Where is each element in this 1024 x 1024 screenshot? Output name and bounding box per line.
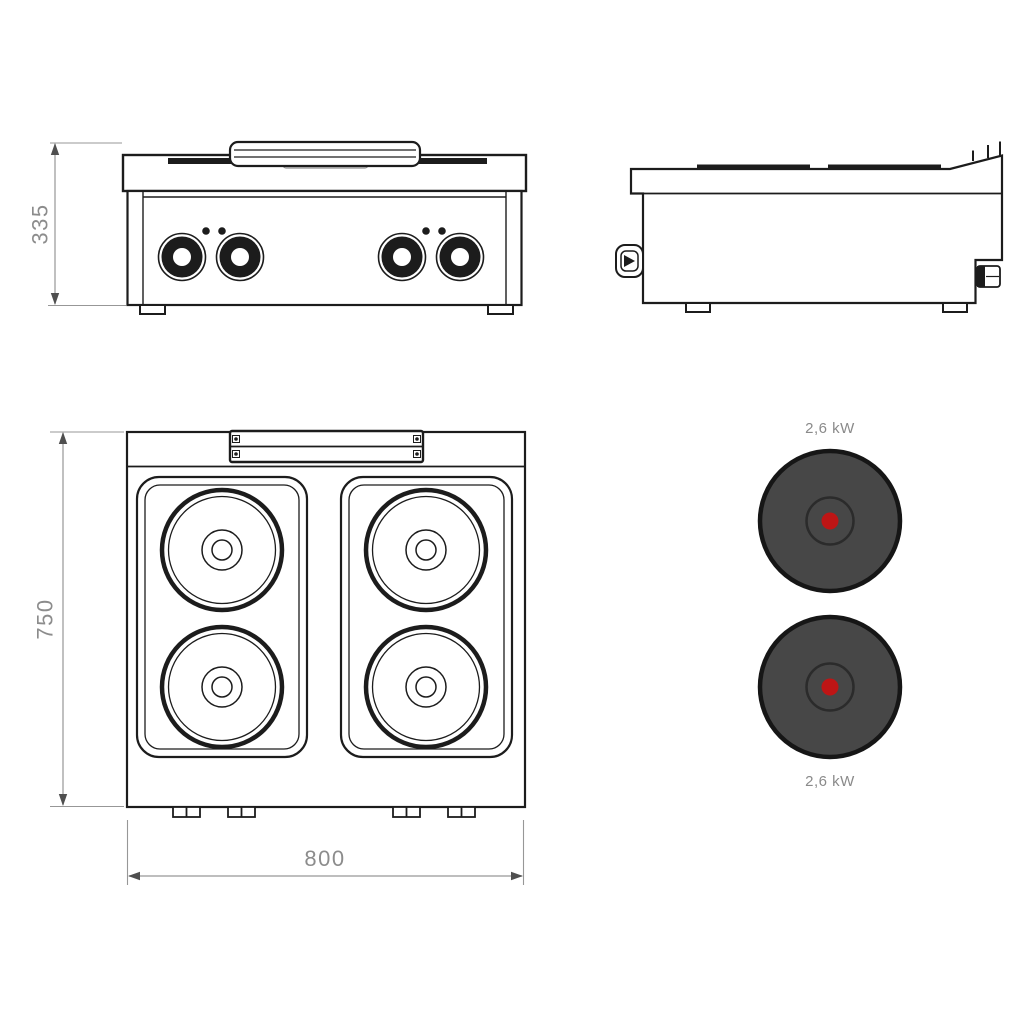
top-handle (228, 429, 425, 464)
dim-label-750: 750 (33, 598, 58, 639)
side-foot-front (685, 302, 711, 313)
side-foot-back (942, 302, 968, 313)
side-outline (629, 154, 1004, 305)
hotplate-bottom-left (159, 624, 285, 750)
hotplate-top-left (159, 487, 285, 613)
dim-arrow-up (58, 432, 68, 444)
dim-arrow-left (128, 871, 140, 881)
hotplate-power-label-bottom: 2,6 kW (805, 773, 855, 790)
pilot-lights (202, 227, 446, 235)
top-view (125, 429, 527, 818)
dim-label-335: 335 (28, 203, 53, 244)
control-knob-2 (215, 232, 265, 282)
red-indicator-dot (821, 678, 839, 696)
dim-arrow-down (50, 293, 60, 305)
front-foot-right (487, 304, 514, 315)
side-back-prongs (972, 141, 1001, 161)
side-hotplate-edge-2 (828, 164, 941, 170)
hotplate-detail: 2,6 kW 2,6 kW (757, 420, 903, 790)
dimension-top-depth: 750 (33, 431, 124, 808)
hotplate-bottom-right (363, 624, 489, 750)
dimension-top-width: 800 (126, 820, 525, 885)
top-view-feet (172, 806, 476, 818)
front-view (121, 140, 528, 315)
front-hotplate-edge-right (415, 158, 487, 164)
side-hotplate-edge-1 (697, 164, 810, 170)
front-foot-left (139, 304, 166, 315)
front-hotplate-edge-left (168, 158, 282, 164)
dim-arrow-right (511, 871, 523, 881)
front-handle (228, 140, 422, 168)
hotplate-detail-bottom (757, 614, 903, 760)
dim-label-800: 800 (304, 846, 345, 871)
hotplate-top-right (363, 487, 489, 613)
control-knob-3 (377, 232, 427, 282)
dim-arrow-down (58, 794, 68, 806)
hotplate-power-label-top: 2,6 kW (805, 420, 855, 437)
side-knob-profile (615, 244, 644, 278)
dim-arrow-up (50, 143, 60, 155)
side-view (615, 141, 1004, 313)
control-knob-4 (435, 232, 485, 282)
red-indicator-dot (821, 512, 839, 530)
dimension-front-height: 335 (28, 142, 126, 307)
side-connector (976, 265, 1001, 288)
control-knob-1 (157, 232, 207, 282)
hotplate-detail-top (757, 448, 903, 594)
